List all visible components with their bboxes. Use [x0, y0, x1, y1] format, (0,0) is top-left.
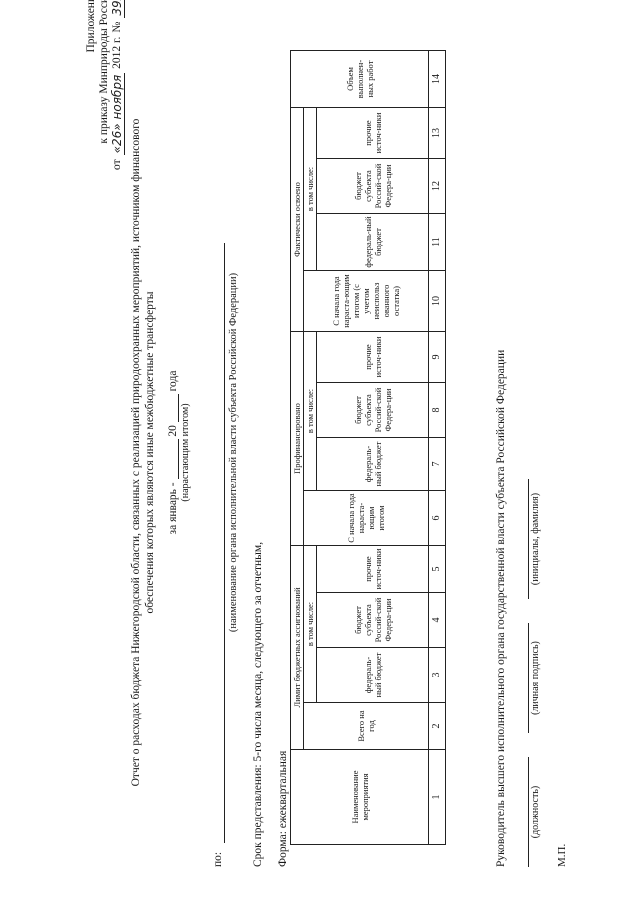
th-event-name: Наименование мероприятия — [290, 749, 429, 845]
recipient-line — [224, 243, 225, 843]
head-of-executive-label: Руководитель высшего исполнительного орг… — [495, 349, 507, 867]
col-number: 5 — [428, 545, 446, 593]
col-number: 13 — [428, 107, 446, 159]
period-prefix: за — [167, 524, 179, 535]
th-actual-including: в том числе: — [303, 107, 317, 271]
th-actual-subject: бюджет субъекта Россий-ской Федера-ции — [316, 158, 429, 214]
report-title-line-2: обеспечения которых являются иные межбюд… — [143, 291, 156, 614]
th-financed-other: прочие источ-ники — [316, 331, 429, 383]
th-financed-group: Профинансировано — [290, 331, 304, 546]
signature-row: (должность) (личная подпись) (инициалы, … — [528, 307, 541, 867]
col-number: 1 — [428, 749, 446, 845]
th-actual-federal: федераль-ный бюджет — [316, 213, 429, 271]
report-title-line-1: Отчет о расходах бюджета Нижегородской о… — [130, 118, 142, 787]
col-number: 10 — [428, 270, 446, 332]
col-number: 14 — [428, 50, 446, 108]
table-header-row-1: Наименование мероприятия Лимит бюджетных… — [290, 50, 429, 845]
report-title: Отчет о расходах бюджета Нижегородской о… — [130, 0, 157, 905]
order-number-handwritten: 392 — [110, 0, 125, 18]
form-type: Форма: ежеквартальная — [277, 750, 289, 867]
order-date-handwritten: «26» ноября — [110, 72, 125, 156]
period-caption: (нарастающим итогом) — [180, 403, 191, 502]
order-number-prefix: № — [111, 21, 123, 33]
stamp-place: М.П. — [556, 843, 568, 867]
attachment-title: Приложение — [85, 0, 97, 53]
th-actual-since-start: С начала года нараста-ющим итогом (с уче… — [303, 270, 429, 332]
th-financed-since-start: С начала года нараста-ющим итогом — [303, 490, 429, 546]
th-limit-including: в том числе: — [303, 545, 317, 703]
recipient-caption: (наименование органа исполнительной влас… — [228, 272, 239, 633]
th-limit-federal: федераль-ный бюджет — [316, 647, 429, 703]
column-number-row: 1 2 3 4 5 6 7 8 9 10 11 12 13 14 — [428, 50, 446, 845]
period-blank-2 — [178, 394, 179, 423]
col-number: 3 — [428, 647, 446, 703]
position-field: (должность) — [528, 757, 541, 867]
th-actual-group: Фактически освоено — [290, 107, 304, 332]
th-financed-including: в том числе: — [303, 331, 317, 491]
th-financed-subject: бюджет субъекта Россий-ской Федера-ции — [316, 382, 429, 438]
col-number: 9 — [428, 331, 446, 383]
th-actual-other: прочие источ-ники — [316, 107, 429, 159]
table-header-row-2: Всего на год в том числе: С начала года … — [303, 51, 429, 845]
th-limit-subject: бюджет субъекта Россий-ской Федера-ции — [316, 592, 429, 648]
col-number: 7 — [428, 437, 446, 491]
period-blank-1 — [178, 439, 179, 480]
order-year: 2012 г. — [111, 36, 123, 69]
th-limit-other: прочие источ-ники — [316, 545, 429, 593]
th-volume-done: Объем выполнен-ных работ — [290, 50, 429, 108]
order-prefix: от — [111, 159, 123, 170]
col-number: 6 — [428, 490, 446, 546]
report-table-wrap: Наименование мероприятия Лимит бюджетных… — [290, 50, 446, 845]
order-date-line: от «26» ноября 2012 г. № 392 — [110, 0, 125, 170]
col-number: 11 — [428, 213, 446, 271]
signature-field: (личная подпись) — [528, 623, 541, 733]
attachment-block: Приложение к приказу Минприроды России о… — [85, 0, 125, 170]
period-month: январь - — [167, 482, 179, 522]
th-limit-group: Лимит бюджетных ассигнований — [290, 545, 304, 750]
submission-deadline: Срок представления: 5-го числа месяца, с… — [252, 541, 264, 867]
report-table: Наименование мероприятия Лимит бюджетных… — [290, 50, 446, 845]
initials-field: (инициалы, фамилия) — [528, 479, 541, 599]
col-number: 8 — [428, 382, 446, 438]
period-line: за январь - 20 года — [167, 0, 179, 905]
col-number: 2 — [428, 702, 446, 750]
recipient-label: по: — [212, 851, 224, 867]
period-year-prefix: 20 — [167, 425, 179, 437]
th-limit-total: Всего на год — [303, 702, 429, 750]
col-number: 12 — [428, 158, 446, 214]
col-number: 4 — [428, 592, 446, 648]
period-suffix: года — [167, 370, 179, 392]
th-financed-federal: федераль-ный бюджет — [316, 437, 429, 491]
